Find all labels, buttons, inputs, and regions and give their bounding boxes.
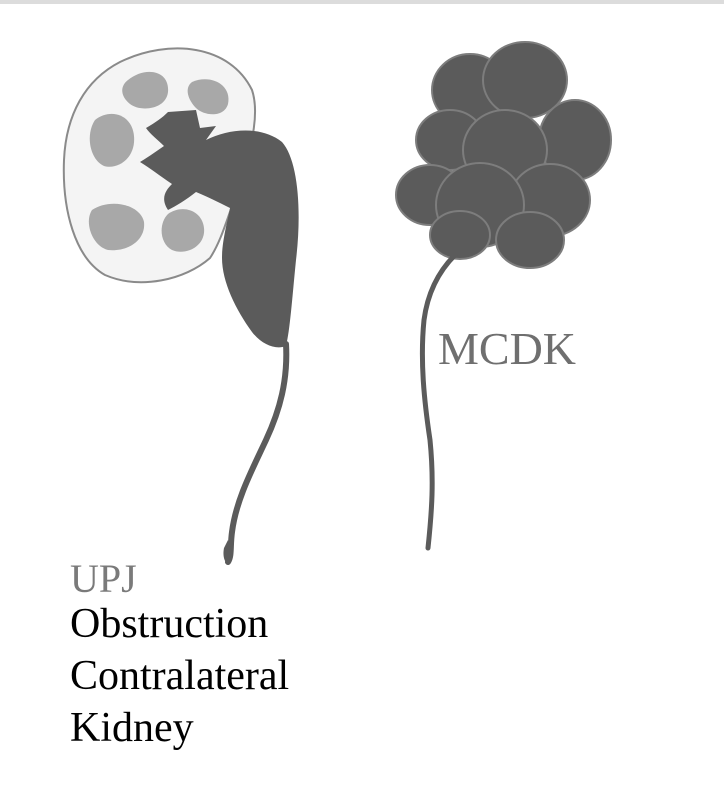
dilated-renal-pelvis bbox=[140, 110, 299, 348]
mcdk-ureter bbox=[419, 252, 458, 551]
cyst bbox=[495, 211, 565, 269]
mcdk-kidney bbox=[395, 41, 612, 551]
caption-line-kidney: Kidney bbox=[70, 705, 194, 751]
calyx-patch bbox=[88, 203, 145, 251]
caption-line-contralateral: Contralateral bbox=[70, 653, 290, 699]
calyx-patch bbox=[187, 79, 229, 115]
calyx-patch bbox=[89, 113, 135, 167]
upj-ureter bbox=[225, 341, 290, 565]
calyx-patch bbox=[122, 71, 169, 109]
upj-ureter-tip bbox=[223, 540, 233, 564]
top-edge-artifact bbox=[0, 0, 724, 4]
caption-line-obstruction: Obstruction bbox=[70, 601, 269, 647]
upj-kidney bbox=[62, 47, 299, 565]
cyst bbox=[429, 210, 491, 260]
upj-label: UPJ bbox=[70, 556, 137, 601]
mcdk-label: MCDK bbox=[438, 323, 577, 374]
calyx-patch bbox=[161, 209, 205, 252]
